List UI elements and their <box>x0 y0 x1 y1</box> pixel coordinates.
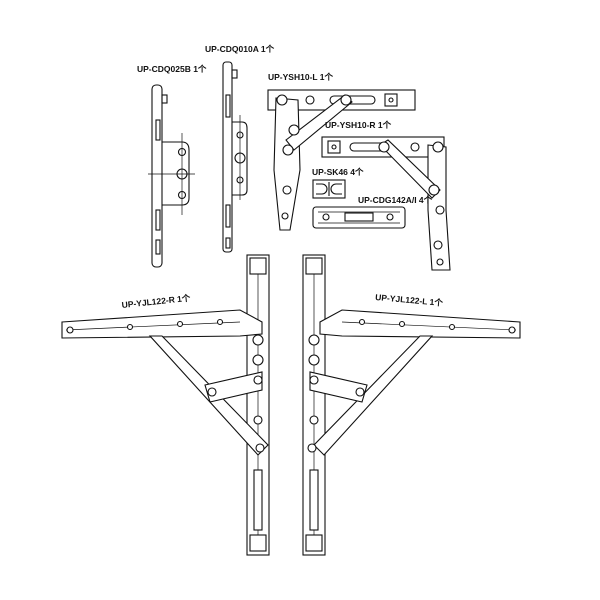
label-yjl122-r: UP-YJL122-R 1个 <box>121 293 191 310</box>
part-sk46 <box>312 179 346 199</box>
label-cdq025b: UP-CDQ025B 1个 <box>137 64 207 74</box>
part-yjl122-l <box>302 254 521 556</box>
part-cdq025b <box>148 84 195 268</box>
part-ysh10-r <box>321 136 451 271</box>
part-ysh10-l <box>267 89 416 231</box>
label-sk46: UP-SK46 4个 <box>312 167 364 177</box>
part-cdg142 <box>312 206 406 229</box>
label-cdq010a: UP-CDQ010A 1个 <box>205 44 275 54</box>
label-yjl122-l: UP-YJL122-L 1个 <box>375 292 444 308</box>
label-ysh10-r: UP-YSH10-R 1个 <box>325 120 392 130</box>
label-ysh10-l: UP-YSH10-L 1个 <box>268 72 334 82</box>
part-cdq010a <box>222 61 248 253</box>
part-yjl122-r <box>61 254 270 556</box>
label-cdg142: UP-CDG142A/I 4个 <box>358 195 433 205</box>
